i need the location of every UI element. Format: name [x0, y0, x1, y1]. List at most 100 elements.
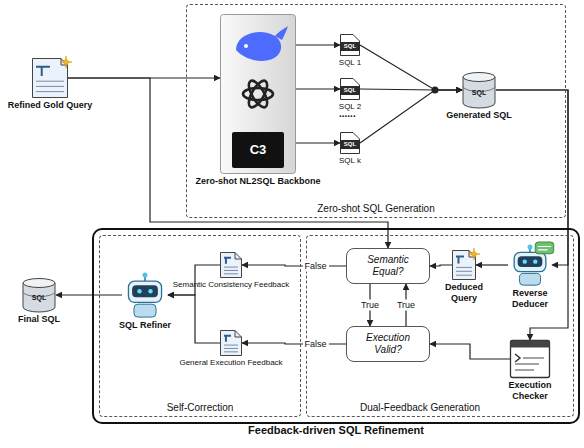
robot-eye — [137, 289, 141, 293]
connector — [296, 88, 340, 89]
backbone-box — [221, 15, 296, 174]
document-page — [33, 59, 68, 98]
icon-graphic — [122, 272, 168, 318]
connector — [168, 295, 220, 343]
text-line — [224, 267, 238, 268]
region-panel: Self-Correction SQL Refiner Semantic Consi… — [99, 235, 301, 417]
robot-body — [134, 304, 156, 317]
antenna-ball — [528, 245, 533, 250]
caption: Refined Gold Query — [8, 100, 93, 111]
letter-glyph — [224, 258, 231, 264]
robot-head — [128, 281, 161, 302]
robot-eye — [533, 259, 537, 263]
robot-icon: Reverse Deducer — [508, 244, 552, 286]
doc-icon: General Execution Feedback — [220, 330, 242, 356]
db-icon: SQLGenerated SQL — [462, 72, 496, 108]
icon-graphic — [220, 252, 242, 278]
icon-graphic — [508, 244, 552, 286]
icon-graphic — [32, 58, 68, 98]
ellipsis-label: ...... — [339, 108, 356, 119]
check-icon: Execution Checker — [510, 340, 550, 378]
sqlfile-icon: SQLSQL 1 — [340, 34, 360, 56]
backbone-icon: C3Zero-shot NL2SQL Backbone — [220, 14, 296, 174]
robot-icon: SQL Refiner — [122, 272, 168, 318]
text-line — [36, 81, 64, 82]
database-top — [23, 279, 55, 288]
doc-icon: Semantic Consistency Feedback — [220, 252, 242, 278]
decision-text: Execution Valid? — [353, 332, 423, 356]
robot-head — [514, 252, 546, 271]
caption: SQL k — [339, 156, 361, 166]
database-top — [463, 73, 495, 82]
caption: General Execution Feedback — [179, 358, 282, 368]
connector — [296, 44, 340, 45]
caption: Generated SQL — [446, 110, 512, 121]
caption: SQL Refiner — [119, 320, 171, 331]
connector — [430, 265, 452, 266]
file-band — [340, 86, 360, 95]
region-label: Feedback-driven SQL Refinement — [248, 424, 424, 436]
text-line — [224, 351, 238, 352]
console-bar — [511, 341, 550, 348]
text-line — [36, 86, 64, 87]
letter-glyph — [456, 257, 464, 264]
sparkle-icon — [468, 248, 480, 260]
caption: Semantic Consistency Feedback — [173, 280, 290, 290]
icon-label: C3 — [220, 132, 296, 168]
region-label: Zero-shot SQL Generation — [317, 203, 434, 214]
text-line — [456, 271, 472, 272]
connector — [496, 90, 568, 340]
connector — [430, 344, 510, 359]
page-fold — [235, 253, 242, 260]
icon-label: SQL — [22, 292, 56, 303]
merge-dot — [432, 87, 439, 94]
edge-label: True — [359, 300, 381, 311]
console-line — [515, 363, 539, 364]
connector — [476, 264, 508, 265]
caption: Zero-shot NL2SQL Backbone — [196, 176, 321, 187]
caption: Reverse Deducer — [500, 288, 560, 310]
caption: Final SQL — [18, 314, 60, 325]
region-label: Self-Correction — [167, 402, 234, 413]
text-line — [224, 273, 238, 274]
text-line — [456, 275, 472, 276]
region-panel: Feedback-driven SQL RefinementSelf-Corre… — [92, 228, 580, 424]
letter-glyph — [224, 336, 231, 342]
console-line — [515, 369, 534, 370]
openai-logo — [245, 78, 270, 110]
region-label: Dual-Feedback Generation — [360, 402, 480, 413]
bubble-lines — [538, 247, 551, 250]
icon-label: SQL — [340, 86, 360, 95]
icon-graphic — [452, 250, 476, 280]
console-prompt — [515, 354, 520, 362]
openai-logo — [243, 88, 273, 100]
icon-label: SQL — [340, 140, 360, 149]
robot-visor — [132, 285, 158, 297]
sqlfile-icon: SQLSQL k — [340, 132, 360, 154]
decision-box: Execution Valid? — [346, 326, 430, 362]
robot-visor — [518, 256, 543, 267]
text-line — [224, 348, 238, 349]
doc-icon: Refined Gold Query — [32, 58, 68, 98]
whale-eye — [244, 44, 248, 48]
region-panel: Zero-shot SQL GenerationC3Zero-shot NL2S… — [186, 4, 566, 218]
caption: Deduced Query — [438, 282, 490, 304]
connector — [360, 45, 462, 90]
robot-eye — [148, 289, 152, 293]
openai-logo — [245, 78, 270, 110]
connector — [56, 294, 122, 295]
text-line — [36, 91, 64, 92]
connector — [296, 142, 340, 143]
edge-label: False — [302, 261, 328, 272]
text-line — [456, 267, 472, 268]
edge-label: False — [302, 339, 328, 350]
robot-body — [519, 273, 540, 285]
caption: SQL 1 — [339, 58, 361, 68]
letter-glyph — [36, 67, 50, 76]
icon-label: SQL — [340, 42, 360, 51]
decision-box: Semantic Equal? — [346, 248, 430, 284]
decision-text: Semantic Equal? — [353, 254, 423, 278]
document-page — [221, 253, 242, 278]
caption: Execution Checker — [498, 380, 562, 402]
